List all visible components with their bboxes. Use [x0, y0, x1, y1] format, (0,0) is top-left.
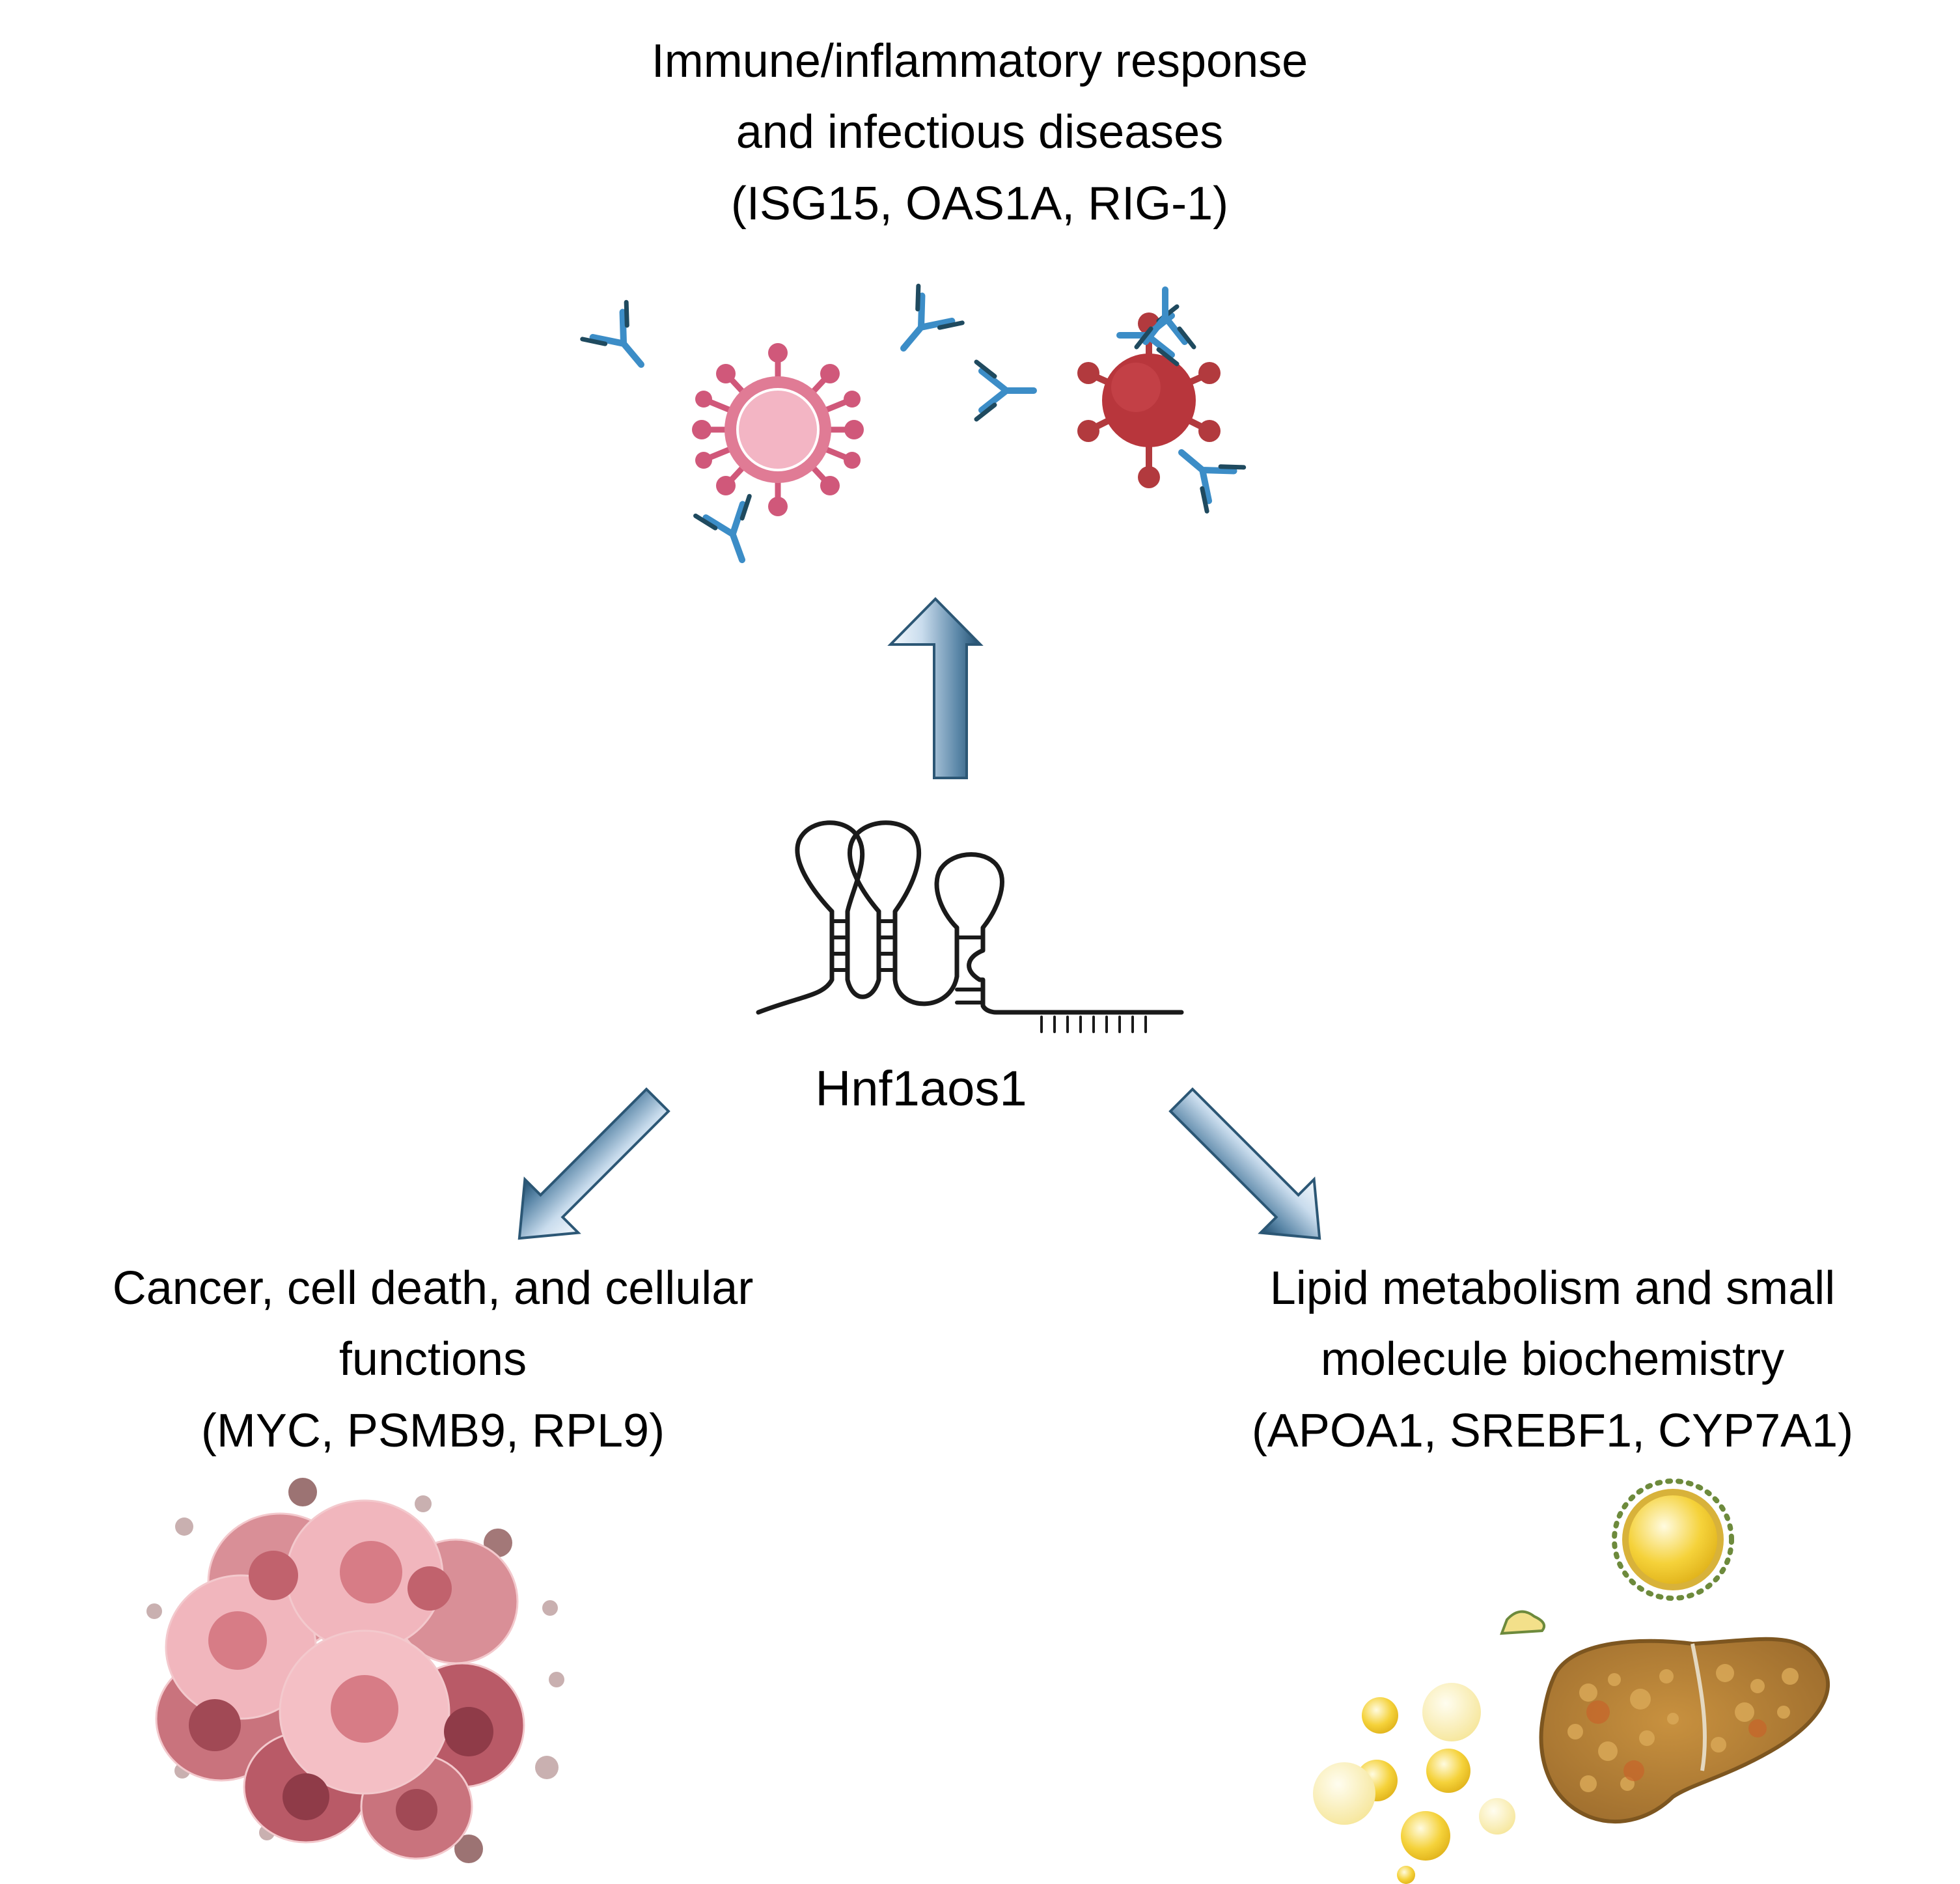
left-branch-line-3: (MYC, PSMB9, RPL9)	[200, 1404, 665, 1457]
top-branch-line-2: and infectious diseases	[736, 106, 1224, 159]
lipoprotein-icon	[1612, 1478, 1734, 1601]
top-branch-line-1: Immune/inflammatory response	[651, 35, 1308, 87]
fatty-liver-icon	[1539, 1637, 1830, 1823]
cancer-cells-icon	[146, 1478, 564, 1863]
right-branch-line-3: (APOA1, SREBF1, CYP7A1)	[1251, 1404, 1854, 1457]
right-branch-label: Lipid metabolism and small molecule bioc…	[1146, 1253, 1959, 1467]
left-branch-line-1: Cancer, cell death, and cellular	[112, 1262, 754, 1314]
top-branch-label: Immune/inflammatory response and infecti…	[329, 26, 1631, 240]
arrow-down-left	[518, 1087, 670, 1240]
antibody-bound-virus-icon	[976, 290, 1244, 511]
center-label: Hnf1aos1	[815, 1061, 1027, 1116]
right-branch-line-1: Lipid metabolism and small	[1269, 1262, 1836, 1314]
lipid-droplets-icon	[1313, 1610, 1545, 1884]
virus-icon	[692, 343, 864, 516]
top-branch-line-3: (ISG15, OAS1A, RIG-1)	[730, 177, 1229, 230]
arrow-down-right	[1168, 1087, 1321, 1240]
right-branch-line-2: molecule biochemistry	[1320, 1333, 1785, 1386]
arrow-up	[887, 597, 984, 779]
left-branch-line-2: functions	[338, 1333, 527, 1386]
left-branch-label: Cancer, cell death, and cellular functio…	[0, 1253, 866, 1467]
rna-hairpin-icon	[756, 820, 1184, 1033]
